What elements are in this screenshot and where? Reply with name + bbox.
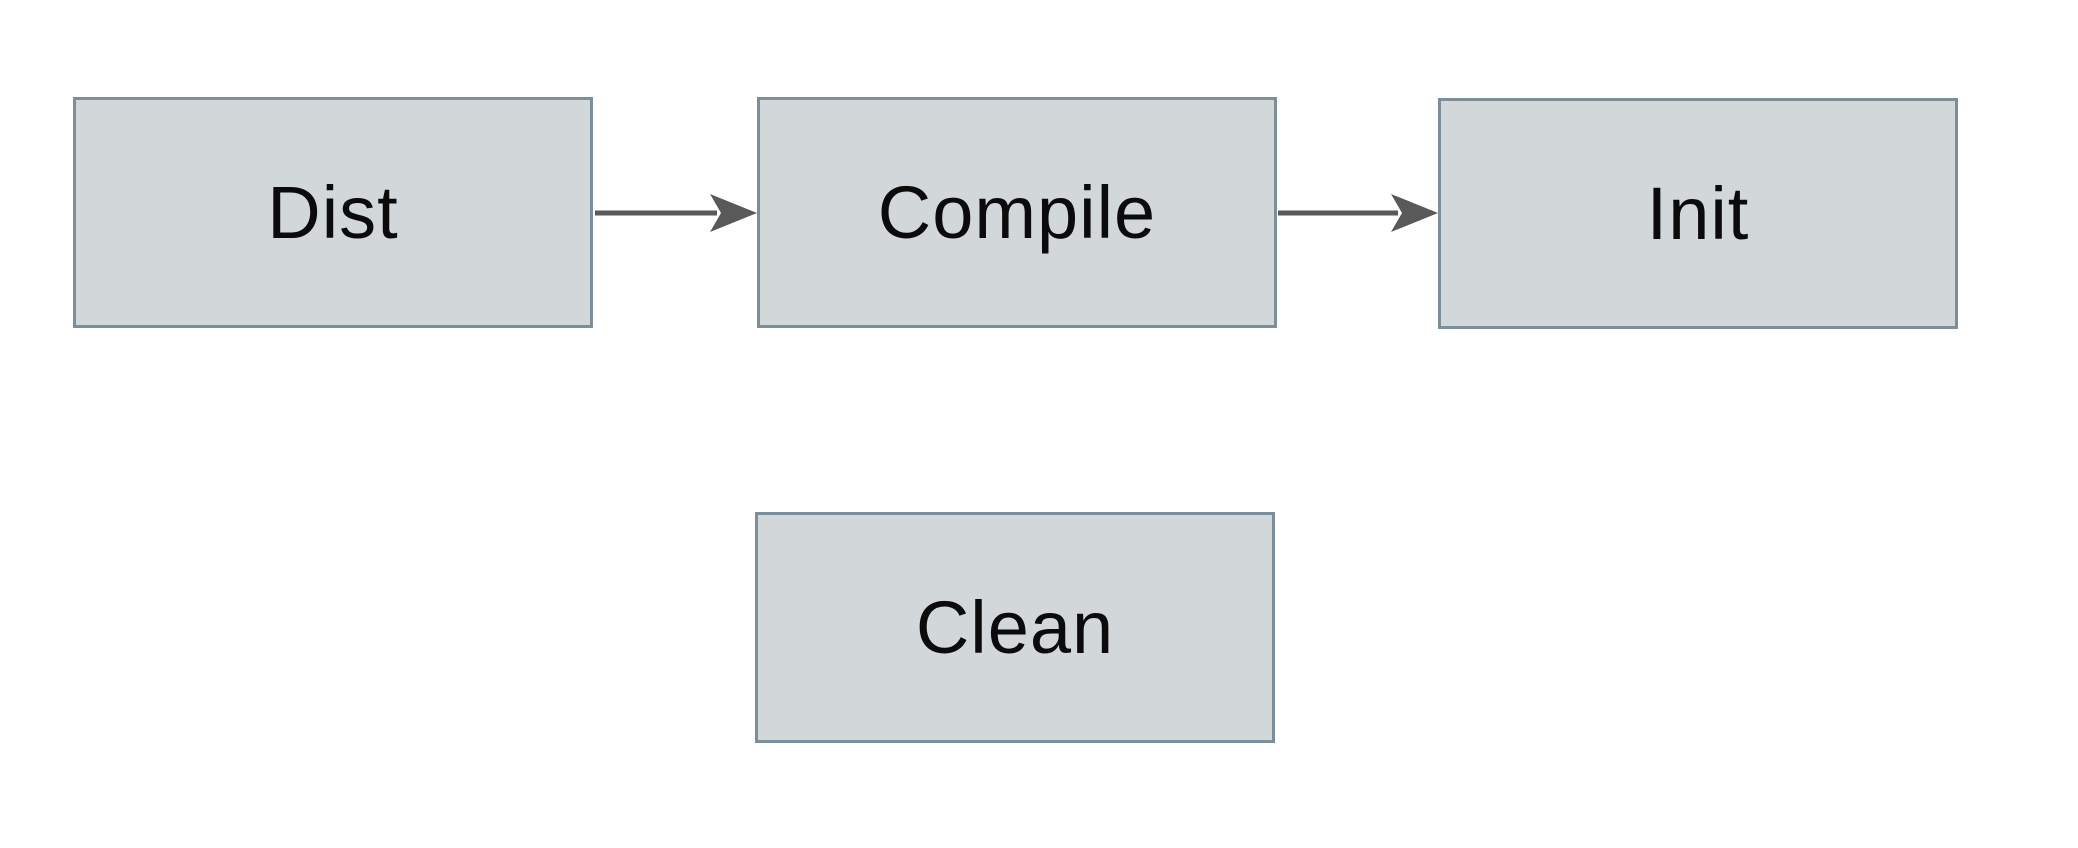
node-init: Init — [1438, 98, 1958, 329]
node-compile: Compile — [757, 97, 1277, 328]
node-clean: Clean — [755, 512, 1275, 743]
node-dist: Dist — [73, 97, 593, 328]
arrow-compile-to-init — [1278, 194, 1438, 232]
node-clean-label: Clean — [915, 585, 1115, 669]
node-compile-label: Compile — [877, 170, 1157, 254]
node-dist-label: Dist — [267, 170, 399, 254]
arrow-dist-to-compile — [595, 194, 757, 232]
node-init-label: Init — [1646, 171, 1750, 255]
